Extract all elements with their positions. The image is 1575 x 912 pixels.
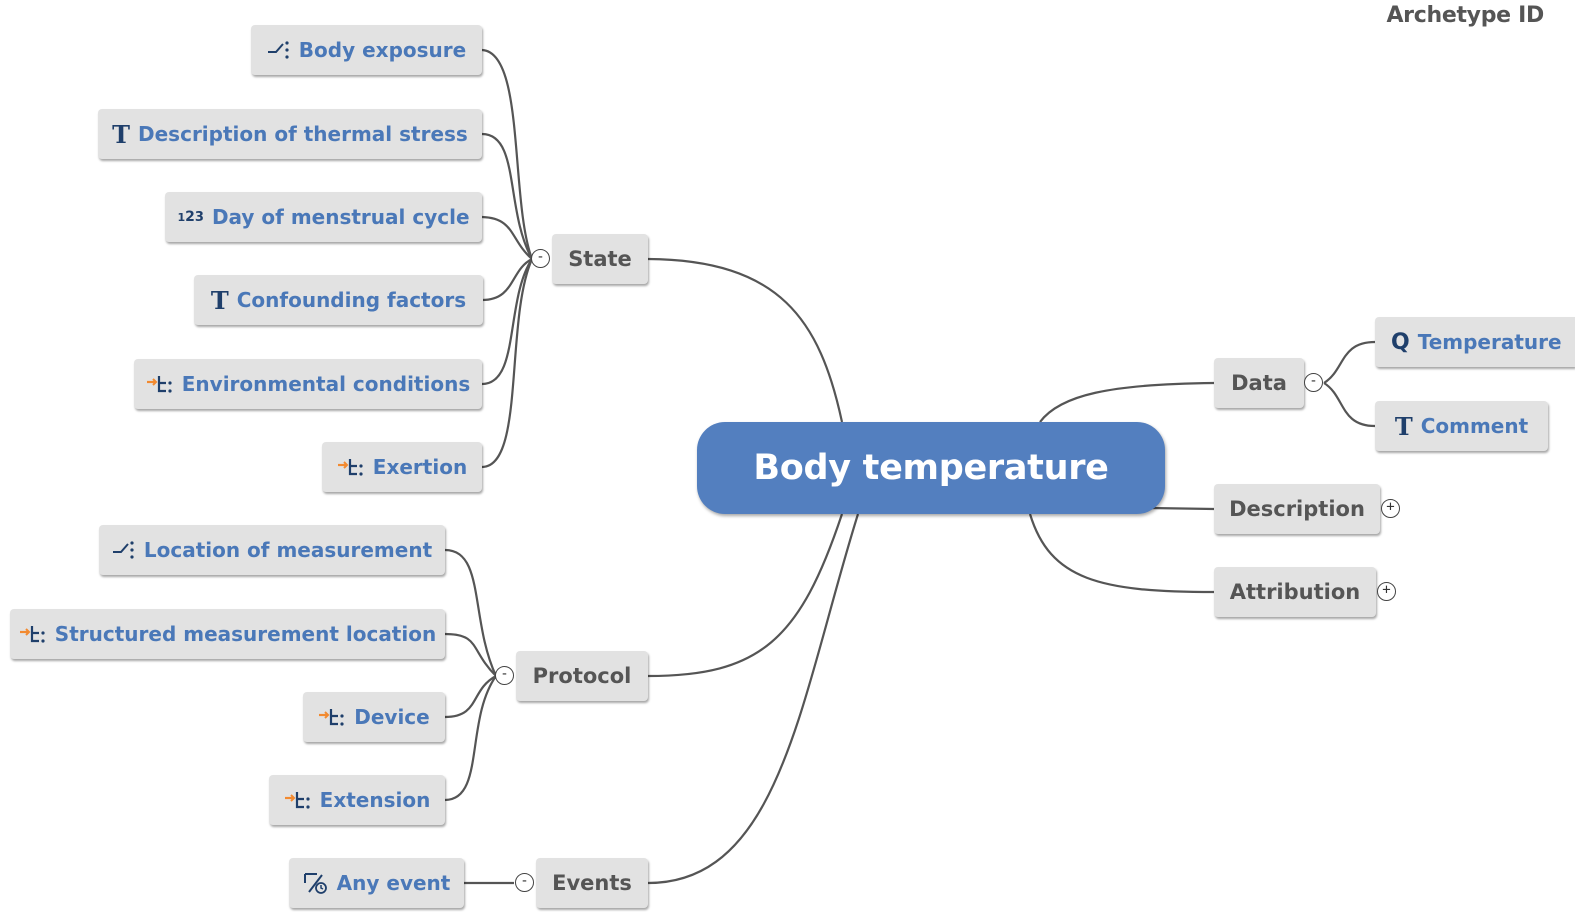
state-item-label: Body exposure (298, 38, 467, 62)
description-expand-toggle[interactable]: + (1381, 499, 1400, 518)
link-state-environmental (481, 258, 533, 386)
state-item-thermal-stress[interactable]: T Description of thermal stress (98, 109, 482, 159)
events-item-any-event[interactable]: Any event (289, 858, 464, 908)
slot-icon (318, 707, 346, 727)
coded-text-icon (112, 540, 136, 560)
link-root-attribution (1028, 513, 1215, 594)
slot-icon (19, 624, 47, 644)
quantity-icon: Q (1391, 329, 1410, 355)
state-item-confounding-factors[interactable]: T Confounding factors (194, 275, 483, 325)
archetype-id-label: Archetype ID (1386, 3, 1544, 28)
branch-protocol[interactable]: Protocol (516, 651, 648, 701)
protocol-item-extension[interactable]: Extension (269, 775, 445, 825)
link-root-events (647, 513, 860, 885)
link-root-description (1149, 506, 1215, 511)
slot-icon (284, 790, 312, 810)
link-data-temperature (1323, 340, 1376, 384)
protocol-item-device[interactable]: Device (303, 692, 445, 742)
branch-events[interactable]: Events (536, 858, 648, 908)
link-protocol-structured (444, 632, 497, 677)
link-protocol-device (444, 675, 497, 719)
link-root-protocol (647, 513, 844, 678)
state-item-label: Confounding factors (236, 288, 467, 312)
link-protocol-extension (444, 675, 497, 802)
state-item-environmental-conditions[interactable]: Environmental conditions (134, 359, 482, 409)
data-item-comment[interactable]: T Comment (1375, 401, 1548, 451)
protocol-item-label: Structured measurement location (54, 622, 437, 646)
coded-text-icon (267, 40, 291, 60)
branch-description[interactable]: Description (1214, 484, 1380, 534)
event-icon (303, 871, 329, 895)
data-collapse-toggle[interactable]: - (1304, 373, 1323, 392)
events-item-label: Any event (336, 871, 451, 895)
data-item-temperature[interactable]: Q Temperature (1375, 317, 1575, 367)
link-protocol-location (444, 548, 497, 677)
protocol-item-label: Device (354, 705, 430, 729)
state-item-label: Day of menstrual cycle (211, 205, 470, 229)
link-state-exertion (481, 258, 534, 469)
link-data-comment (1323, 382, 1376, 428)
protocol-item-label: Extension (319, 788, 431, 812)
root-node-body-temperature[interactable]: Body temperature (697, 422, 1165, 514)
text-icon: T (1394, 411, 1413, 441)
protocol-item-label: Location of measurement (143, 538, 433, 562)
state-item-label: Environmental conditions (181, 372, 471, 396)
text-icon: T (210, 285, 229, 315)
state-item-body-exposure[interactable]: Body exposure (251, 25, 482, 75)
link-root-state (647, 257, 844, 423)
link-state-thermal-stress (481, 132, 533, 260)
events-collapse-toggle[interactable]: - (515, 873, 534, 892)
slot-icon (146, 374, 174, 394)
state-item-exertion[interactable]: Exertion (322, 442, 482, 492)
link-state-body-exposure (481, 48, 534, 260)
data-item-label: Temperature (1417, 330, 1562, 354)
state-item-label: Exertion (372, 455, 468, 479)
text-icon: T (112, 119, 131, 149)
branch-attribution[interactable]: Attribution (1214, 567, 1376, 617)
protocol-collapse-toggle[interactable]: - (495, 666, 514, 685)
branch-state[interactable]: State (552, 234, 648, 284)
data-item-label: Comment (1420, 414, 1529, 438)
protocol-item-location-of-measurement[interactable]: Location of measurement (99, 525, 445, 575)
protocol-item-structured-measurement-location[interactable]: Structured measurement location (10, 609, 445, 659)
branch-data[interactable]: Data (1214, 358, 1304, 408)
state-collapse-toggle[interactable]: - (531, 249, 550, 268)
slot-icon (337, 457, 365, 477)
link-state-menstrual (481, 215, 533, 260)
link-state-confounding (481, 258, 533, 302)
state-item-label: Description of thermal stress (138, 122, 468, 146)
link-root-data (1039, 381, 1215, 423)
attribution-expand-toggle[interactable]: + (1377, 582, 1396, 601)
